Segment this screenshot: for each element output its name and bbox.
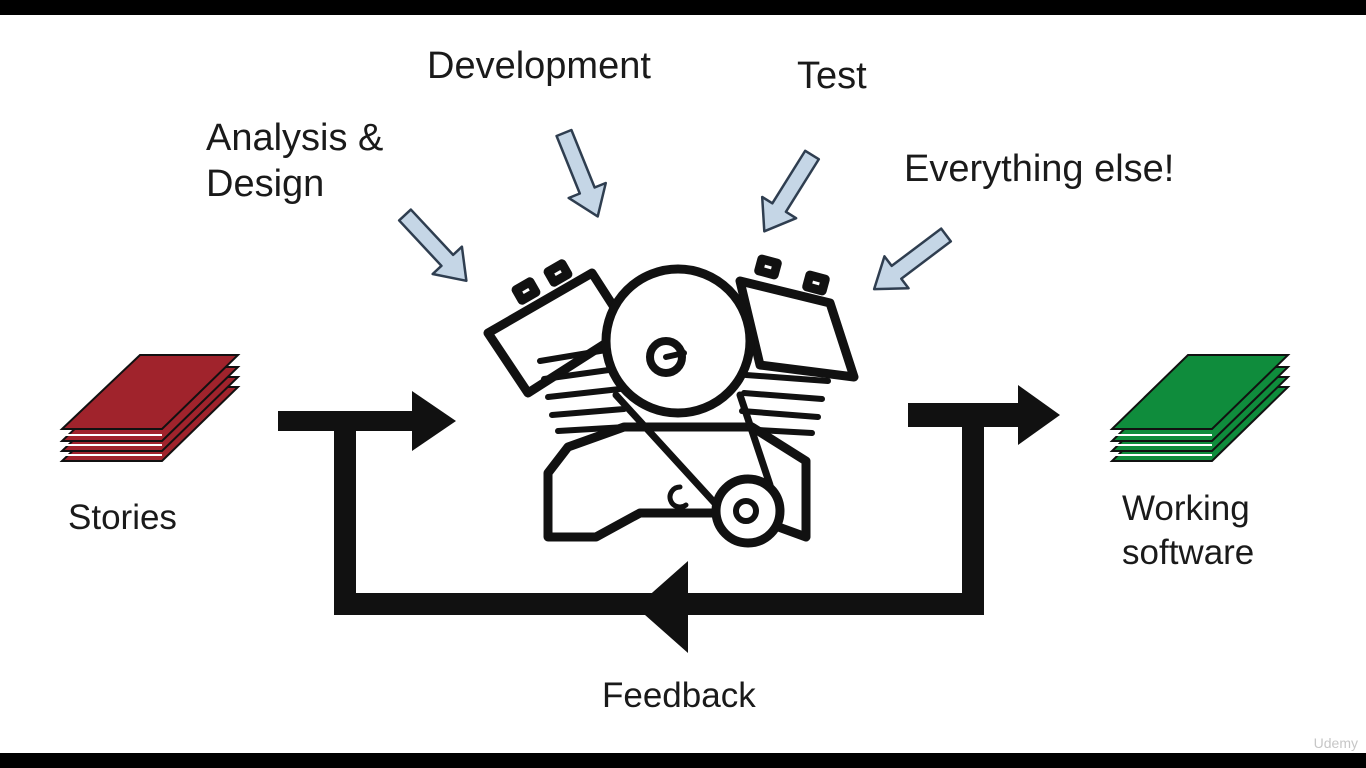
input-arrows: [397, 128, 953, 291]
everything-else-label: Everything else!: [904, 148, 1175, 190]
feedback-right-vertical: [962, 419, 984, 615]
stories-label: Stories: [68, 498, 177, 537]
feedback-arrowhead: [636, 561, 688, 653]
top-letterbox: [0, 0, 1366, 15]
analysis-input-arrow: [397, 208, 468, 283]
bottom-letterbox: [0, 753, 1366, 768]
test-label: Test: [797, 55, 867, 97]
engine-to-software-arrow: [908, 385, 1060, 445]
test-input-arrow: [760, 149, 821, 233]
development-input-arrow: [555, 128, 608, 218]
feedback-label: Feedback: [602, 676, 756, 715]
stories-to-engine-arrow: [278, 391, 456, 451]
software-stack-icon: [1109, 354, 1291, 462]
stories-stack-icon: [59, 354, 241, 462]
udemy-watermark: Udemy: [1313, 735, 1358, 751]
everything-else-input-arrow: [872, 227, 953, 291]
flow-diagram: [59, 128, 1291, 653]
feedback-left-vertical: [334, 419, 356, 615]
v-twin-engine-icon: [483, 254, 859, 548]
working-software-label: Working software: [1122, 489, 1255, 572]
diagram-slide: Analysis & Design Development Test Every…: [0, 15, 1366, 753]
flow-arrows: [278, 385, 1060, 653]
development-label: Development: [427, 45, 651, 87]
analysis-design-label: Analysis & Design: [206, 117, 384, 205]
